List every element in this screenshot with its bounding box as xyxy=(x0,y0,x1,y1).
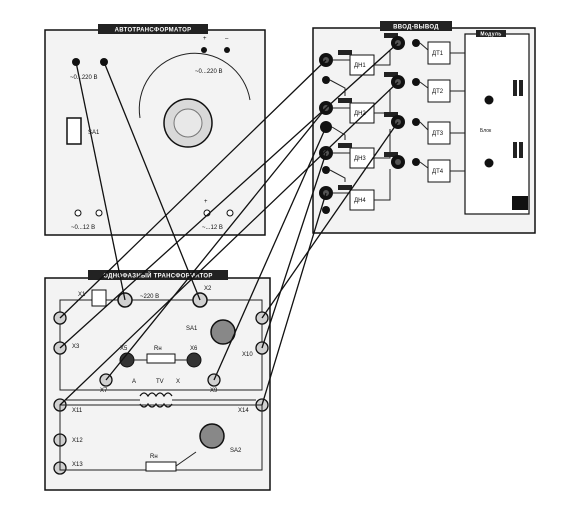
svg-text:ДН3: ДН3 xyxy=(354,156,366,162)
io-connector-pins xyxy=(513,80,523,158)
current-sensor-1: ДТ1 xyxy=(427,41,465,65)
svg-text:ДТ4: ДТ4 xyxy=(432,169,444,175)
transformer-voltage: ~220 В xyxy=(140,294,159,300)
io-indicator-1 xyxy=(484,95,494,105)
svg-text:Rн: Rн xyxy=(154,346,162,352)
voltage-sensor-4: ДН4 xyxy=(349,189,375,211)
power-switch-label: SA1 xyxy=(88,130,100,136)
autotransformer-title: АВТОТРАНСФОРМАТОР xyxy=(115,28,192,34)
svg-text:X13: X13 xyxy=(72,462,83,468)
svg-text:X12: X12 xyxy=(72,438,83,444)
io-connector[interactable] xyxy=(512,196,528,210)
transformer-title: ОДНОФАЗНЫЙ ТРАНСФОРМАТОР xyxy=(103,272,212,280)
svg-text:X9: X9 xyxy=(210,388,218,394)
terminal-low-2[interactable] xyxy=(95,209,103,217)
io-right-block xyxy=(464,33,530,215)
terminal-fixed-1[interactable] xyxy=(201,47,207,53)
svg-text:X: X xyxy=(176,379,180,385)
transformer-load-resistor xyxy=(146,353,176,364)
svg-text:SA2: SA2 xyxy=(230,448,242,454)
transformer-primary-coil xyxy=(139,392,173,398)
svg-text:ДН4: ДН4 xyxy=(354,198,366,204)
svg-text:SA1: SA1 xyxy=(186,326,198,332)
svg-text:X7: X7 xyxy=(100,388,108,394)
io-module-panel: ВВОД-ВЫВОД Модуль Блок ДТ1 ДТ2 ДТ3 xyxy=(312,21,536,234)
autotransformer-output-low-right: ~...12 В xyxy=(202,225,223,231)
svg-text:X11: X11 xyxy=(72,408,83,414)
svg-text:+: + xyxy=(204,199,208,205)
transformer-label-x1: X1 xyxy=(78,292,86,298)
autotransformer-panel: АВТОТРАНСФОРМАТОР ~0...220 В + – ~0...22… xyxy=(44,24,266,236)
voltage-sensor-1: ДН1 xyxy=(349,54,375,76)
io-indicator-2 xyxy=(484,158,494,168)
svg-text:ДН1: ДН1 xyxy=(354,63,366,69)
current-sensor-2: ДТ2 xyxy=(427,79,465,103)
voltage-sensor-3: ДН3 xyxy=(349,147,375,169)
current-sensor-4: ДТ4 xyxy=(427,159,465,183)
svg-text:TV: TV xyxy=(156,379,164,385)
transformer-switch-sa2[interactable] xyxy=(199,423,225,449)
autotransformer-output-main: ~0...220 В xyxy=(70,75,98,81)
autotransformer-output-low-left: ~0...12 В xyxy=(71,225,95,231)
svg-text:+: + xyxy=(203,36,207,42)
svg-text:ДТ3: ДТ3 xyxy=(432,131,444,137)
transformer-label-x2: X2 xyxy=(204,286,212,292)
io-right-block-title: Модуль xyxy=(480,32,501,38)
svg-text:X6: X6 xyxy=(190,346,198,352)
svg-text:X10: X10 xyxy=(242,352,253,358)
transformer-fuse xyxy=(91,289,107,307)
svg-text:–: – xyxy=(225,36,229,42)
terminal-fixed-2[interactable] xyxy=(224,47,230,53)
svg-text:X14: X14 xyxy=(238,408,249,414)
svg-text:ДТ1: ДТ1 xyxy=(432,51,444,57)
autotransformer-output-fixed: ~0...220 В xyxy=(195,69,223,75)
current-sensor-3: ДТ3 xyxy=(427,121,465,145)
voltage-sensor-2: ДН2 xyxy=(349,102,375,124)
transformer-secondary-coil xyxy=(139,402,173,408)
svg-text:X5: X5 xyxy=(120,346,128,352)
terminal-low-1[interactable] xyxy=(74,209,82,217)
svg-text:Rн: Rн xyxy=(150,454,158,460)
transformer-lower-resistor xyxy=(145,461,177,472)
svg-text:ДН2: ДН2 xyxy=(354,111,366,117)
svg-text:ДТ2: ДТ2 xyxy=(432,89,444,95)
svg-text:A: A xyxy=(132,379,136,385)
io-module-title: ВВОД-ВЫВОД xyxy=(393,25,439,31)
svg-text:X3: X3 xyxy=(72,344,80,350)
connection-wires xyxy=(59,42,399,406)
power-switch-sa1[interactable] xyxy=(66,117,82,145)
transformer-panel: ОДНОФАЗНЫЙ ТРАНСФОРМАТОР X1 ~220 В X2 X3… xyxy=(44,270,271,491)
io-right-block-label: Блок xyxy=(480,128,492,134)
terminal-low-4[interactable] xyxy=(226,209,234,217)
transformer-terminal-x6[interactable] xyxy=(186,352,202,368)
